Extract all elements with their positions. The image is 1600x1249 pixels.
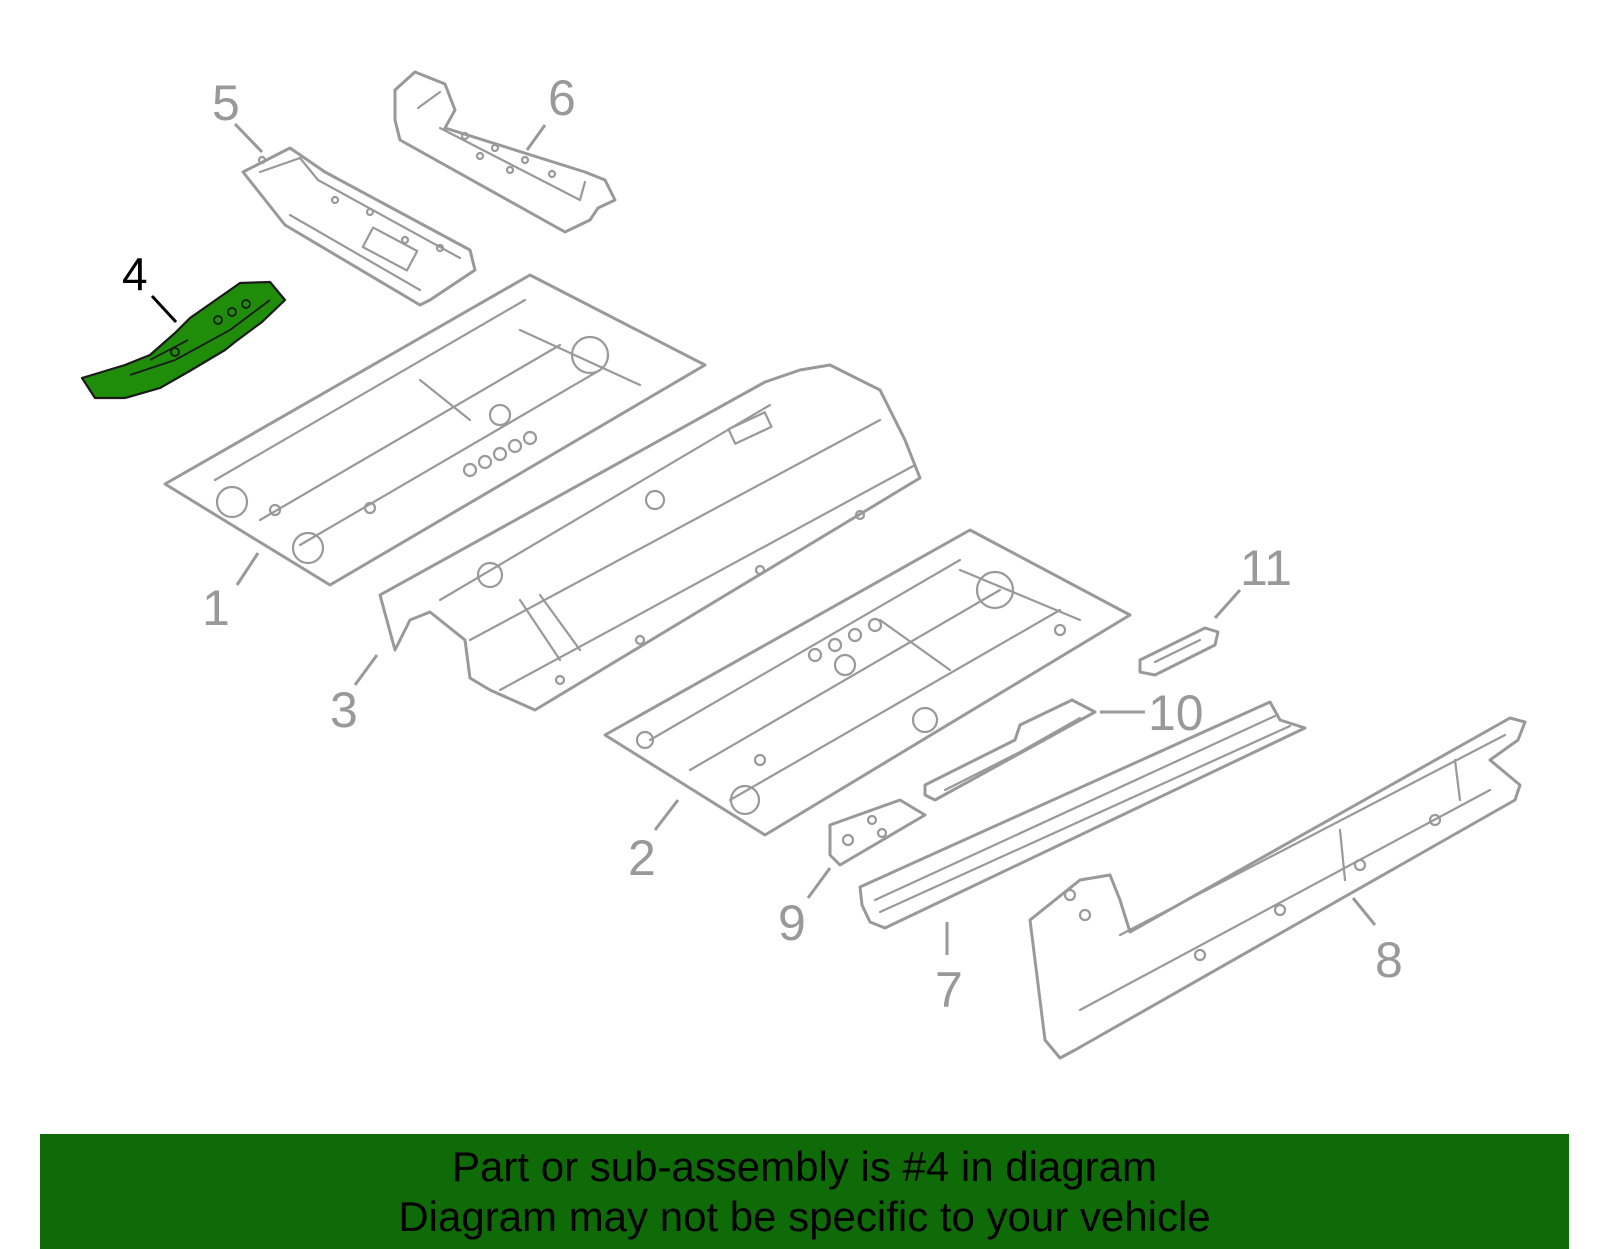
callout-7: 7: [935, 962, 963, 1018]
part-6-crossmember: [393, 70, 617, 234]
part-9-plate: [828, 798, 927, 867]
part-1-floor-panel: [163, 273, 707, 587]
part-10-reinforcement: [923, 698, 1097, 802]
callout-1: 1: [202, 580, 230, 636]
part-4-selected: [80, 280, 287, 400]
callout-6: 6: [548, 70, 576, 126]
part-2-floor-panel: [603, 528, 1132, 837]
callout-2: 2: [628, 830, 656, 886]
callout-9: 9: [778, 895, 806, 951]
callout-4: 4: [122, 248, 148, 300]
part-8-side-sill: [1028, 716, 1527, 1060]
callout-11: 11: [1240, 540, 1292, 596]
part-5-crossmember: [241, 146, 477, 307]
callout-8: 8: [1375, 932, 1403, 988]
banner-line-2: Diagram may not be specific to your vehi…: [398, 1193, 1211, 1240]
callout-3: 3: [330, 682, 358, 738]
banner-line-1: Part or sub-assembly is #4 in diagram: [452, 1143, 1157, 1190]
leader-lines: [150, 122, 1377, 955]
callout-10: 10: [1148, 685, 1204, 741]
part-11-bracket: [1138, 626, 1220, 677]
info-banner: Part or sub-assembly is #4 in diagram Di…: [40, 1134, 1569, 1249]
callout-5: 5: [212, 75, 240, 131]
part-7-rail: [858, 700, 1307, 930]
part-3-tunnel: [378, 363, 922, 712]
